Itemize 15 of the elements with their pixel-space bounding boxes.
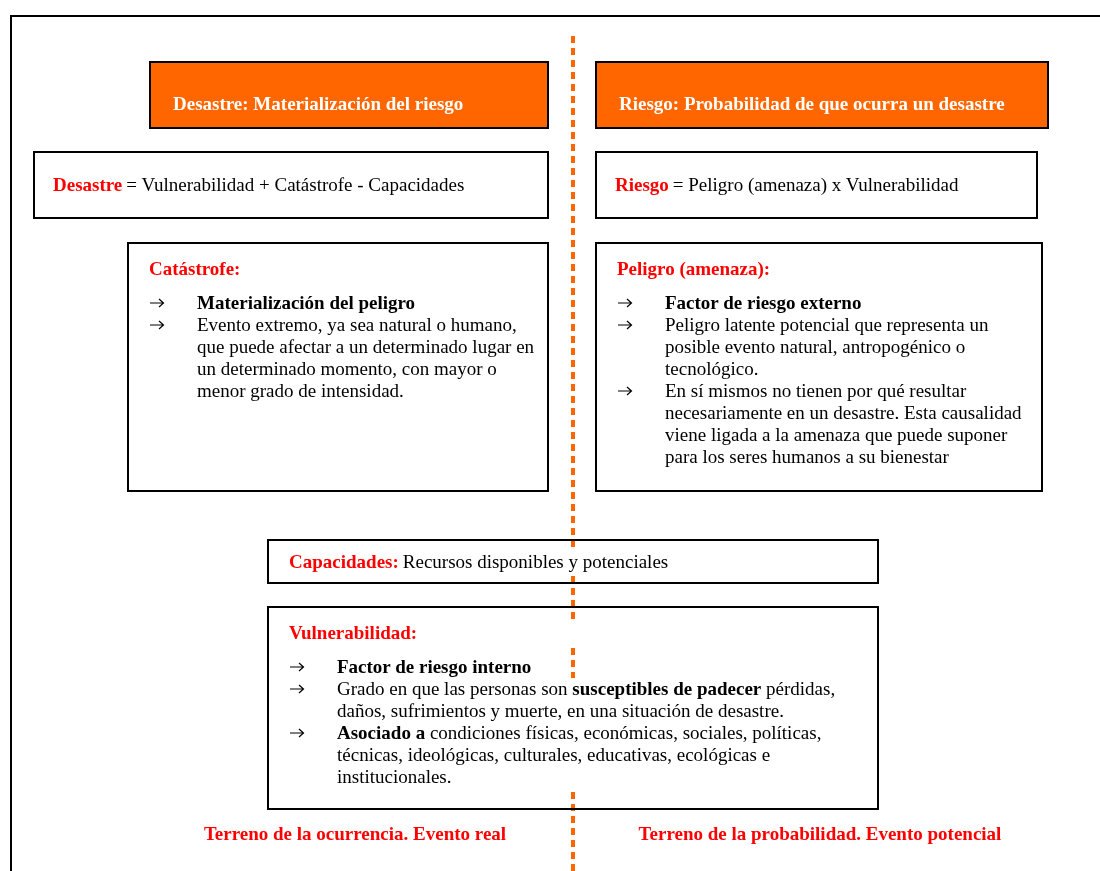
definition-box <box>267 539 879 584</box>
definition-box <box>127 242 549 492</box>
formula-box <box>33 151 549 219</box>
formula-text: = Vulnerabilidad + Catástrofe - Capacidades <box>126 174 465 196</box>
title-banner <box>595 61 1049 129</box>
definition-box <box>267 606 879 810</box>
definition-box <box>595 242 1043 492</box>
banner-title: Desastre: Materialización del riesgo <box>173 93 464 115</box>
formula-text: = Peligro (amenaza) x Vulnerabilidad <box>672 174 959 196</box>
formula-box <box>595 151 1038 219</box>
title-banner <box>149 61 549 129</box>
banner-title: Riesgo: Probabilidad de que ocurra un desastre <box>619 93 1005 115</box>
zone-caption: Terreno de la ocurrencia. Evento real <box>202 823 508 845</box>
definition-text: Recursos disponibles y potenciales <box>402 550 669 573</box>
zone-caption: Terreno de la probabilidad. Evento potencial <box>637 823 1003 845</box>
